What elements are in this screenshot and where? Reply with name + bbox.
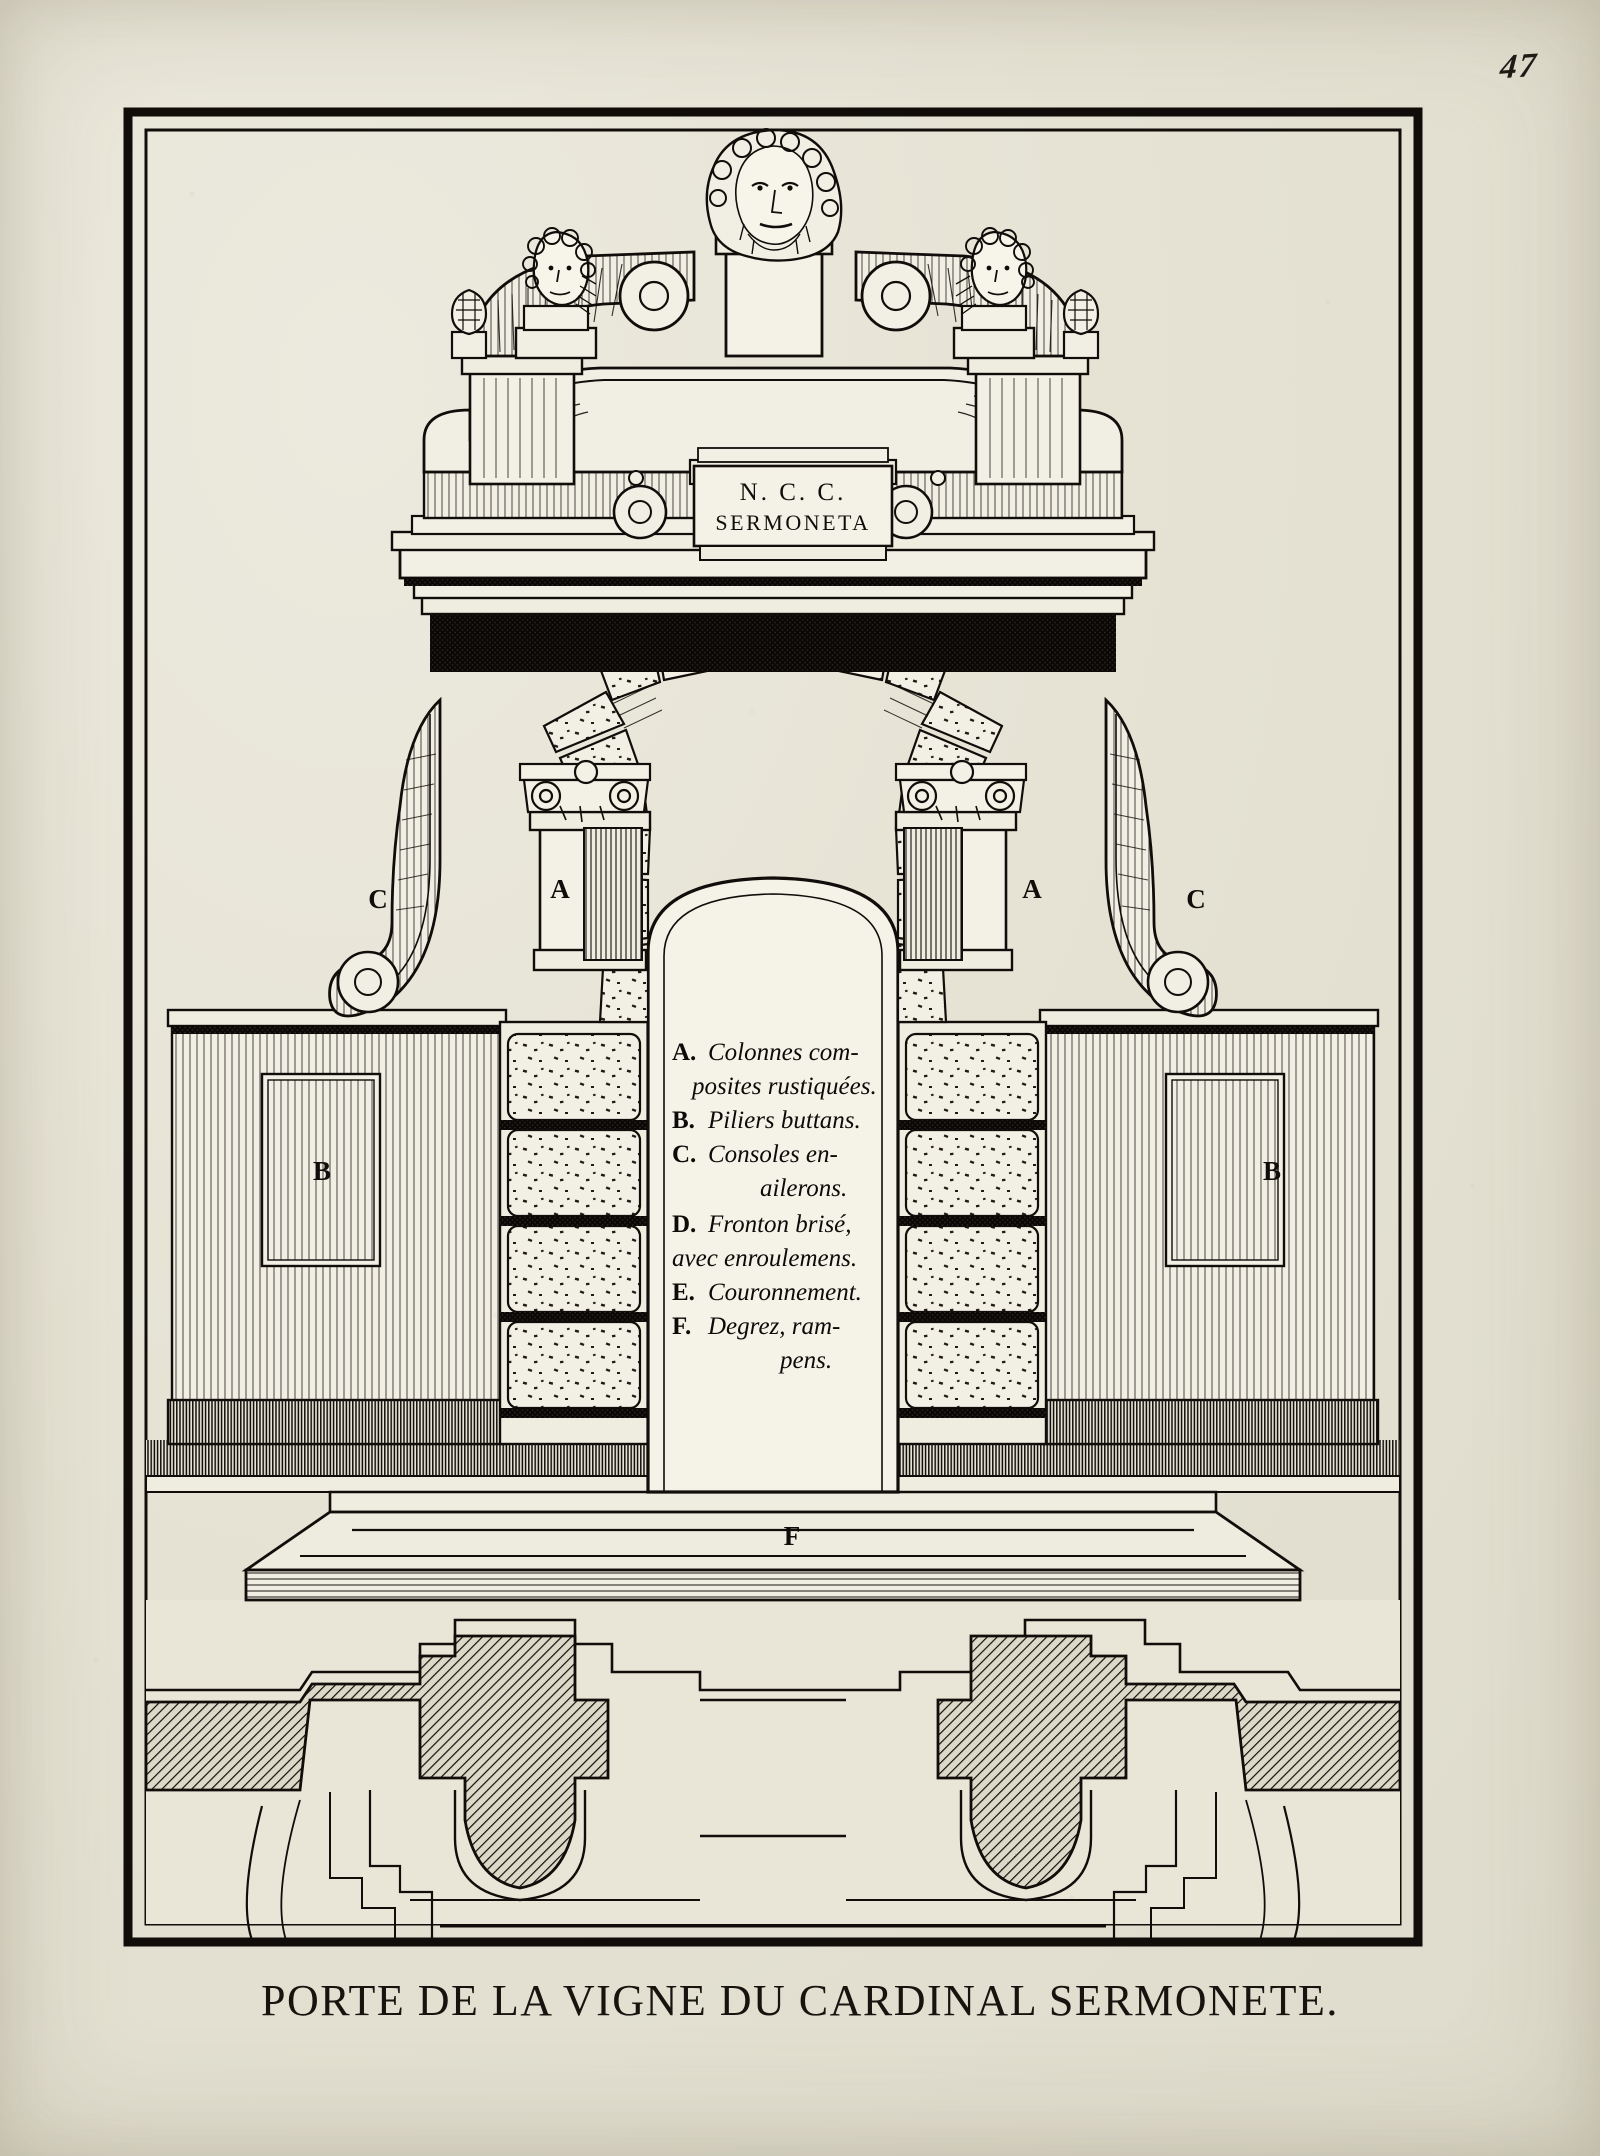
- legend-text-8: Degrez, ram-: [707, 1313, 840, 1340]
- right-rusticated-pier: [896, 1020, 1048, 1446]
- right-putto-ornament: [952, 227, 1036, 360]
- spandrel-hatching: [611, 685, 935, 729]
- legend-key-3: C.: [672, 1141, 696, 1168]
- left-wing-wall: [166, 1008, 508, 1446]
- pedestal-fluting: [483, 378, 1063, 478]
- legend-line-3: C. Consoles en-: [672, 1141, 838, 1168]
- label-b-right: B: [1263, 1156, 1281, 1186]
- left-console-scroll: [328, 696, 442, 1018]
- steps-and-ramp: [145, 1440, 1401, 1602]
- legend-line-0: A. Colonnes com-: [672, 1039, 859, 1066]
- left-putto-ornament: [514, 227, 598, 360]
- left-composite-capital: [518, 759, 652, 823]
- legend-line-7: E. Couronnement.: [672, 1279, 862, 1306]
- label-b-left: B: [313, 1156, 331, 1186]
- plate-title-text: PORTE DE LA VIGNE DU CARDINAL SERMONETE.: [261, 1976, 1339, 2025]
- right-column-pedestal: [894, 810, 1018, 972]
- left-pinecone-finial: [450, 288, 488, 360]
- legend-line-6: avec enroulemens.: [672, 1245, 857, 1272]
- right-composite-capital: [894, 759, 1028, 823]
- legend-key-0: A.: [672, 1039, 696, 1066]
- legend-key-7: E.: [672, 1279, 695, 1306]
- right-pinecone-finial: [1062, 288, 1100, 360]
- cartouche-line-1: N. C. C.: [740, 479, 847, 506]
- legend-key-5: D.: [672, 1211, 696, 1238]
- legend-line-8: F. Degrez, ram-: [672, 1313, 840, 1340]
- legend-block: A. Colonnes com- posites rustiquées. B. …: [672, 1039, 877, 1374]
- legend-text-3: Consoles en-: [708, 1141, 838, 1168]
- legend-line-2: B. Piliers buttans.: [672, 1107, 861, 1134]
- legend-text-2: Piliers buttans.: [707, 1107, 861, 1134]
- label-a-right: A: [1022, 874, 1042, 904]
- legend-text-0: Colonnes com-: [708, 1039, 859, 1066]
- legend-text-4: ailerons.: [760, 1175, 847, 1202]
- legend-text-1: posites rustiquées.: [690, 1073, 877, 1100]
- cartouche-line-2: SERMONETA: [715, 510, 870, 535]
- ground-plan: [144, 1600, 1402, 1941]
- legend-key-2: B.: [672, 1107, 695, 1134]
- legend-line-4: ailerons.: [760, 1175, 847, 1202]
- legend-text-9: pens.: [778, 1347, 832, 1374]
- legend-line-1: posites rustiquées.: [690, 1073, 877, 1100]
- right-wing-wall: [1038, 1008, 1380, 1446]
- plate-title: PORTE DE LA VIGNE DU CARDINAL SERMONETE.: [0, 1975, 1600, 2026]
- key-letters: C C A A B B F: [313, 874, 1281, 1551]
- legend-text-7: Couronnement.: [708, 1279, 862, 1306]
- legend-line-5: D. Fronton brisé,: [672, 1211, 852, 1238]
- right-console-scroll: [1104, 696, 1218, 1018]
- legend-text-6: avec enroulemens.: [672, 1245, 857, 1272]
- label-c-left: C: [368, 884, 388, 914]
- legend-key-8: F.: [672, 1313, 691, 1340]
- bearded-mask-ornament: [705, 128, 843, 262]
- legend-line-9: pens.: [778, 1347, 832, 1374]
- left-column-pedestal: [528, 810, 652, 972]
- archway-opening: [646, 876, 900, 1494]
- inscription-cartouche: N. C. C. SERMONETA: [688, 447, 898, 561]
- label-c-right: C: [1186, 884, 1206, 914]
- label-a-left: A: [550, 874, 570, 904]
- legend-text-5: Fronton brisé,: [707, 1211, 852, 1238]
- left-rusticated-pier: [498, 1020, 650, 1446]
- label-f-steps: F: [784, 1521, 801, 1551]
